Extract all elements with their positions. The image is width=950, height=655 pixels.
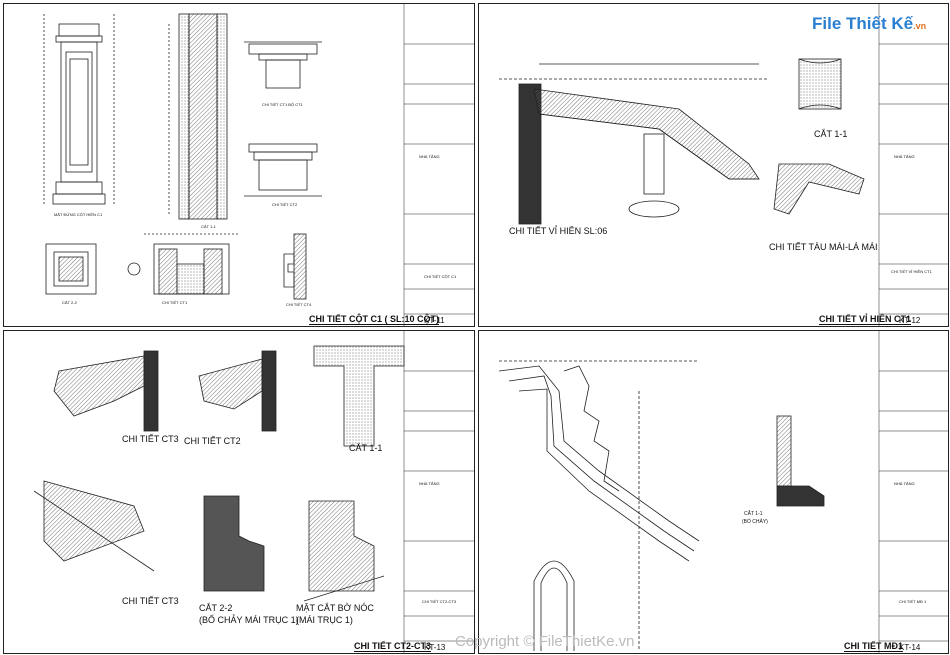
drawing-label: MẶT ĐỨNG CỘT HIÊN C1 — [54, 212, 103, 217]
drawing-label: CẮT 1-1 — [744, 511, 763, 517]
sheet-code: KT-11 — [424, 316, 445, 325]
sheet-kt14: CẮT 1-1 (BỔ CHẢY) CHI TIẾT MĐ1 CHI TIẾT … — [478, 330, 949, 654]
titleblock-project: NHÀ TĂNG — [419, 154, 440, 159]
sheet-title: CHI TIẾT CỘT C1 ( SL:10 CỘT) — [309, 314, 440, 325]
drawing-kt13 — [33, 331, 474, 653]
drawing-label: CẮT 2-2 — [199, 603, 233, 613]
drawing-label: CHI TIẾT CT2 — [184, 436, 241, 446]
titleblock-project: NHÀ TĂNG — [419, 481, 440, 486]
drawing-label: CẮT 1-1 — [814, 129, 848, 139]
drawing-label: CHI TIẾT CT2 — [272, 202, 298, 207]
drawing-kt12 — [499, 4, 948, 326]
titleblock-project: NHÀ TĂNG — [894, 481, 915, 486]
sheet-code: KT-12 — [899, 316, 921, 325]
drawing-label: (MÁI TRỤC 1) — [296, 615, 353, 625]
drawing-label: CẮT 1-1 — [349, 443, 383, 453]
titleblock-project: NHÀ TĂNG — [894, 154, 915, 159]
drawing-kt11 — [43, 4, 474, 326]
sheet-code: KT-14 — [899, 643, 921, 652]
sheet-kt11: MẶT ĐỨNG CỘT HIÊN C1 CẮT 1-1 CHI TIẾT CT… — [3, 3, 475, 327]
drawing-label: CHI TIẾT CT1 — [162, 300, 188, 305]
titleblock-name: CHI TIẾT MĐ 1 — [899, 599, 927, 604]
watermark-logo: File Thiết Kế.vn — [812, 14, 946, 42]
logo-suffix: .vn — [913, 21, 927, 31]
titleblock-name: CHI TIẾT CT2-CT3 — [422, 599, 457, 604]
drawing-label: CHI TIẾT TÀU MÁI-LÁ MÁI — [769, 242, 878, 252]
drawing-label: CHI TIẾT CT1 BỘ CT1 — [262, 102, 303, 107]
drawing-label: CHI TIẾT CT4 — [286, 302, 312, 307]
drawing-label: CHI TIẾT VỈ HIÊN SL:06 — [509, 226, 608, 236]
sheet-code: KT-13 — [424, 643, 446, 652]
drawing-kt14 — [498, 331, 948, 653]
titleblock-name: CHI TIẾT CỘT C1 — [424, 274, 457, 279]
drawing-label: (BỔ CHẢY MÁI TRỤC 1) — [199, 615, 299, 625]
drawing-label: CHI TIẾT CT3 — [122, 596, 179, 606]
sheet-title: CHI TIẾT VỈ HIÊN CT1 — [819, 314, 912, 325]
drawing-label: CHI TIẾT CT3 — [122, 434, 179, 444]
drawing-label: (BỔ CHẢY) — [742, 519, 768, 525]
drawing-label: MẶT CẮT BỜ NÓC — [296, 603, 374, 613]
sheet-kt12: CHI TIẾT VỈ HIÊN SL:06 CẮT 1-1 CHI TIẾT … — [478, 3, 949, 327]
titleblock-name: CHI TIẾT VỈ HIÊN CT1 — [891, 269, 932, 274]
sheet-title: CHI TIẾT CT2-CT3 — [354, 641, 432, 652]
sheet-title: CHI TIẾT MĐ1 — [844, 641, 904, 652]
sheet-kt13: CHI TIẾT CT3 CHI TIẾT CT2 CẮT 1-1 CHI TI… — [3, 330, 475, 654]
drawing-label: CẮT 2-2 — [62, 300, 77, 305]
watermark-copyright: Copyright © FileThietKe.vn — [455, 633, 635, 650]
logo-text: File Thiết Kế — [812, 14, 914, 33]
drawing-label: CẮT 1-1 — [201, 224, 216, 229]
